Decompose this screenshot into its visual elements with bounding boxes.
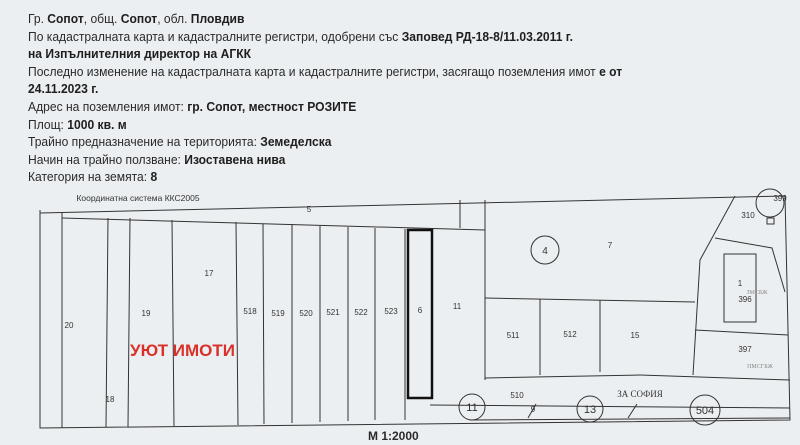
location-line: Гр. Сопот, общ. Сопот, обл. Пловдив: [28, 11, 245, 26]
circled-label: 11: [466, 402, 477, 414]
circled-label: 13: [584, 404, 596, 416]
parcel-label: 521: [326, 308, 340, 317]
parcel-label: 399: [773, 194, 787, 203]
parcel-label: 1: [738, 279, 743, 288]
map-lines: [39, 188, 791, 429]
area-line: Площ: 1000 кв. м: [28, 116, 127, 132]
parcel-label: 510: [510, 391, 524, 400]
coordinate-system-label: Координатна система ККС2005: [76, 193, 199, 203]
parcel-label: 310: [741, 211, 755, 220]
parcel-label: 15: [631, 331, 640, 340]
parcel-label: 20: [65, 321, 74, 330]
parcel-label: 18: [106, 395, 115, 404]
address-line: Адрес на поземления имот: гр. Сопот, мес…: [28, 98, 357, 114]
parcel-label: 523: [384, 307, 398, 316]
parcel-label-highlighted: 6: [418, 306, 423, 315]
parcel-label: 396: [738, 295, 752, 304]
parcel-label: 5: [307, 205, 312, 214]
parcel-label: 397: [738, 345, 752, 354]
category-line: Категория на земята: 8: [28, 169, 158, 185]
parcel-label: 4: [542, 246, 548, 257]
last-change-date: 24.11.2023 г.: [28, 81, 99, 97]
building-code: ПМСГБЖ: [747, 364, 773, 370]
watermark: УЮТ ИМОТИ: [130, 341, 235, 360]
parcel-label: 520: [299, 309, 313, 318]
parcel-label: 512: [563, 330, 577, 339]
parcel-label: 17: [205, 269, 214, 278]
order-authority-line: на Изпълнителния директор на АГКК: [28, 46, 251, 62]
building-code: ЗМСБЖ: [746, 290, 768, 296]
order-line: По кадастралната карта и кадастралните р…: [28, 28, 573, 44]
parcel-labels: Координатна система ККС2005 5 17 19 20 1…: [65, 193, 788, 417]
parcel-label: 519: [271, 309, 285, 318]
parcel-label: 9: [531, 405, 536, 414]
property-info: Гр. Сопот, общ. Сопот, обл. Пловдив По к…: [28, 10, 800, 186]
parcel-label: 511: [507, 331, 520, 340]
usage-line: Начин на трайно ползване: Изоставена нив…: [28, 151, 286, 167]
parcel-label: 19: [142, 309, 151, 318]
purpose-line: Трайно предназначение на територията: Зе…: [28, 134, 332, 150]
circled-label: 504: [696, 405, 714, 417]
road-label: ЗА СОФИЯ: [617, 389, 662, 399]
parcel-label: 7: [608, 241, 613, 250]
highlighted-parcel-outline: [406, 228, 434, 400]
last-change-line: Последно изменение на кадастралната карт…: [28, 63, 623, 79]
parcel-label: 522: [354, 308, 368, 317]
parcel-label: 518: [243, 307, 257, 316]
map-scale: М 1:2000: [368, 429, 419, 443]
parcel-label: 11: [453, 302, 462, 311]
